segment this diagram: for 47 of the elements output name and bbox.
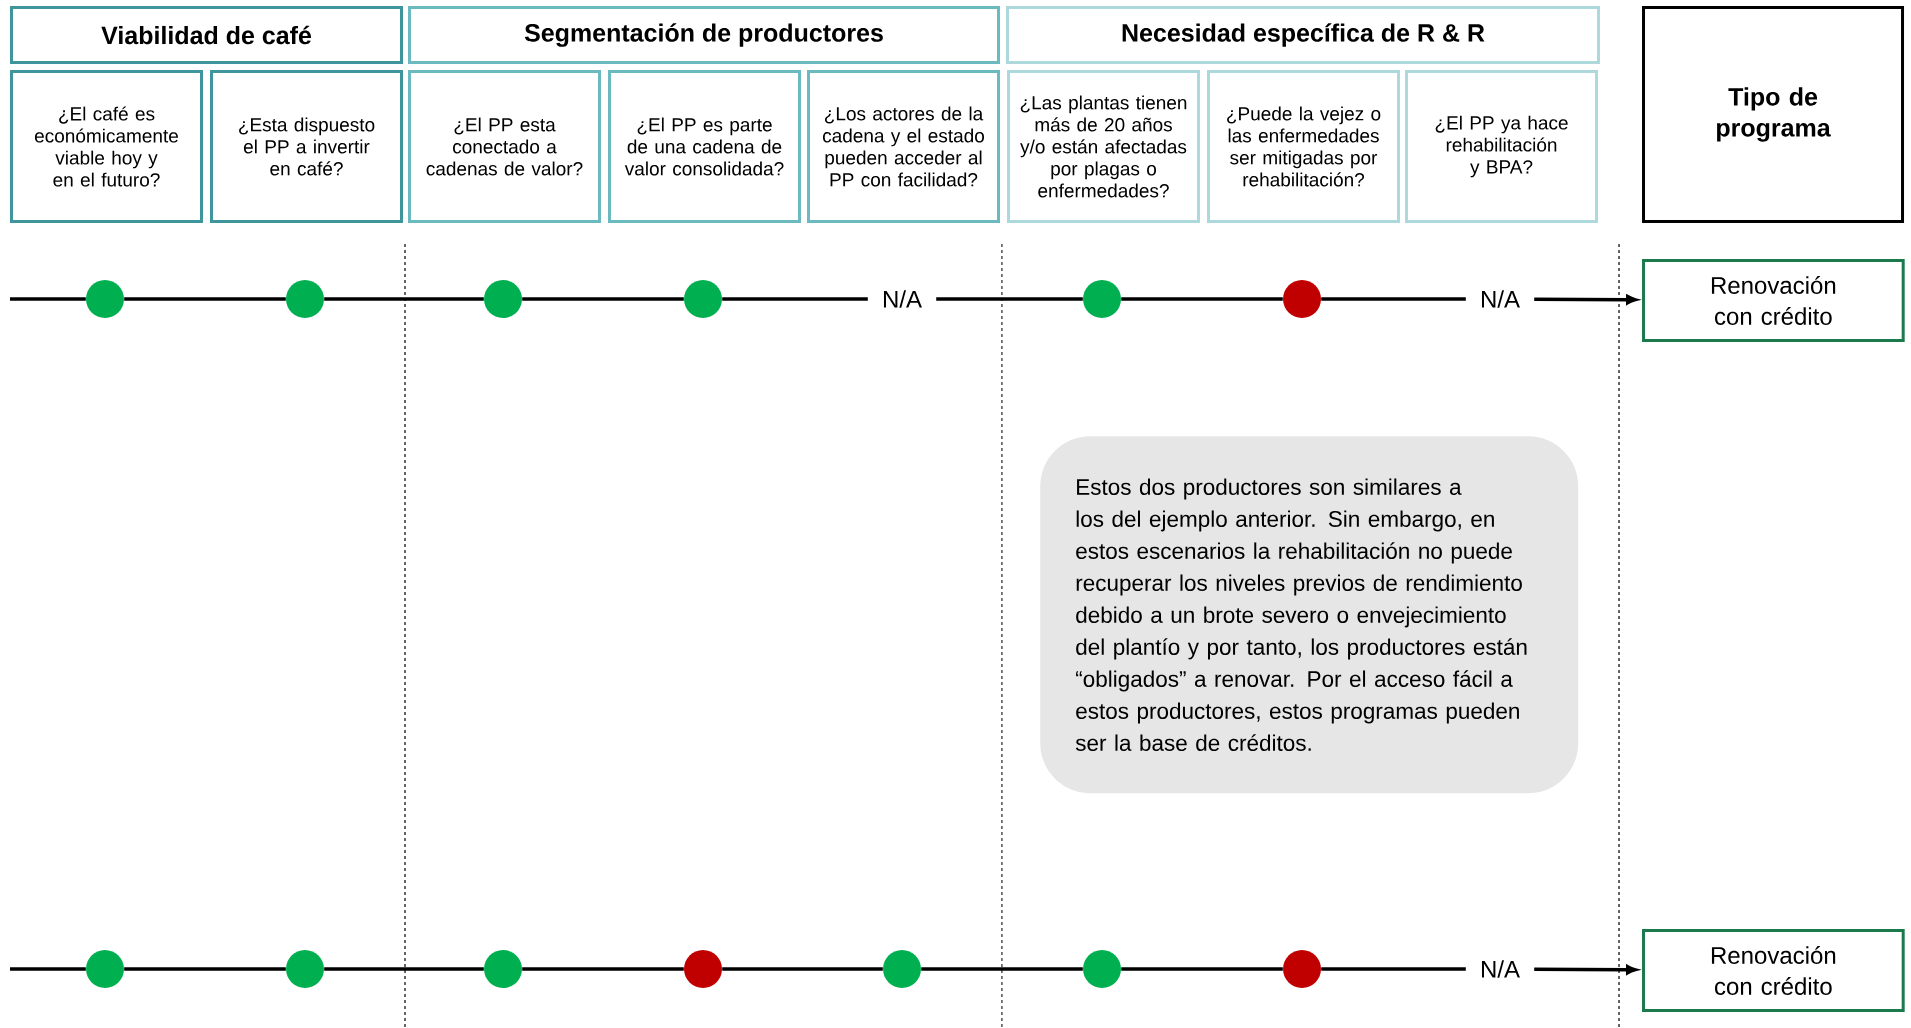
connector-line [936, 297, 1083, 301]
status-dot [286, 950, 324, 988]
status-dot [286, 280, 324, 318]
result-box: Renovación con crédito [1642, 259, 1905, 342]
connector-line [324, 967, 484, 971]
connector-line [1321, 297, 1466, 301]
connector-line [522, 297, 684, 301]
na-label: N/A [884, 290, 922, 308]
question-box: ¿El café es económicamente viable hoy y en el futuro? [10, 70, 203, 223]
na-label: N/A [1482, 960, 1520, 978]
question-box: ¿El PP ya hace rehabilitación y BPA? [1405, 70, 1598, 223]
status-dot [684, 950, 722, 988]
question-box: ¿El PP esta conectado a cadenas de valor? [408, 70, 601, 223]
header-box: Segmentación de productores [408, 6, 1000, 64]
connector-line [10, 297, 86, 301]
status-dot [1083, 280, 1121, 318]
status-dot [684, 280, 722, 318]
status-dot [883, 950, 921, 988]
connector-line [522, 967, 684, 971]
note-box: Estos dos productores son similares a los del ejemplo anterior. Sin embargo, en estos escenarios la rehabilitación no puede recuperar los niveles previos de rendimiento debido a un brote severo o envejecimiento del plantío y por tanto, los productores están “obligados” a renovar. Por el acceso fácil a estos productores, estos programas pueden ser la base de créditos. [1040, 436, 1579, 794]
question-box: ¿Esta dispuesto el PP a invertir en café? [210, 70, 403, 223]
connector-line [124, 967, 286, 971]
question-box: ¿Las plantas tienen más de 20 años y/o están afectadas por plagas o enfermedades? [1007, 70, 1200, 223]
connector-line [1121, 297, 1283, 301]
status-dot [1283, 950, 1321, 988]
connector-line [1321, 967, 1466, 971]
question-box: ¿Los actores de la cadena y el estado pueden acceder al PP con facilidad? [807, 70, 1000, 223]
status-dot [86, 280, 124, 318]
na-label: N/A [1482, 290, 1520, 308]
program-type-box: Tipo de programa [1642, 6, 1905, 223]
header-box: Viabilidad de café [10, 6, 403, 64]
question-box: ¿El PP es parte de una cadena de valor consolidada? [608, 70, 801, 223]
status-dot [1083, 950, 1121, 988]
result-box: Renovación con crédito [1642, 929, 1905, 1012]
connector-line [10, 967, 86, 971]
connector-line [722, 297, 868, 301]
connector-line [1121, 967, 1283, 971]
status-dot [484, 950, 522, 988]
connector-line [722, 967, 883, 971]
connector-line [921, 967, 1083, 971]
connector-line [324, 297, 484, 301]
header-box: Necesidad específica de R & R [1006, 6, 1600, 64]
connector-line [124, 297, 286, 301]
status-dot [86, 950, 124, 988]
status-dot [484, 280, 522, 318]
question-box: ¿Puede la vejez o las enfermedades ser mitigadas por rehabilitación? [1207, 70, 1400, 223]
status-dot [1283, 280, 1321, 318]
